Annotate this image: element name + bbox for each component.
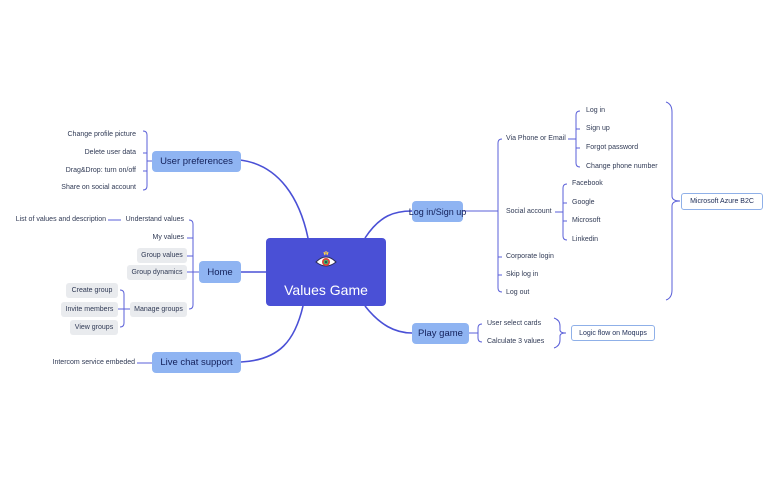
item-google[interactable]: Google (572, 199, 595, 206)
item-my-values[interactable]: My values (152, 234, 184, 241)
item-calculate-values[interactable]: Calculate 3 values (487, 338, 545, 345)
item-change-phone[interactable]: Change phone number (586, 163, 658, 170)
branch-home[interactable]: Home (199, 261, 241, 283)
item-delete-user-data[interactable]: Delete user data (84, 149, 136, 156)
item-share-social[interactable]: Share on social account (61, 184, 136, 191)
root-node[interactable]: Values Game (266, 238, 386, 306)
item-skip-login[interactable]: Skip log in (506, 271, 539, 278)
branch-user-preferences[interactable]: User preferences (152, 151, 241, 172)
item-list-of-values[interactable]: List of values and description (15, 216, 106, 223)
item-sign-up[interactable]: Sign up (586, 125, 610, 132)
item-change-profile-picture[interactable]: Change profile picture (67, 131, 137, 138)
item-create-group[interactable]: Create group (66, 283, 118, 298)
item-group-values[interactable]: Group values (137, 248, 187, 263)
item-invite-members[interactable]: Invite members (61, 302, 118, 317)
item-microsoft[interactable]: Microsoft (572, 217, 601, 224)
branch-play-game[interactable]: Play game (412, 323, 469, 344)
item-via-phone[interactable]: Via Phone or Email (506, 135, 566, 142)
item-user-select-cards[interactable]: User select cards (487, 320, 542, 327)
item-facebook[interactable]: Facebook (572, 180, 603, 187)
item-log-in[interactable]: Log in (586, 107, 606, 114)
item-manage-groups[interactable]: Manage groups (130, 302, 187, 317)
item-drag-drop[interactable]: Drag&Drop: turn on/off (65, 167, 136, 174)
item-linkedin[interactable]: Linkedin (572, 236, 599, 243)
item-intercom[interactable]: Intercom service embeded (52, 359, 135, 366)
item-corporate-login[interactable]: Corporate login (506, 253, 554, 260)
item-forgot-password[interactable]: Forgot password (586, 144, 639, 151)
summary-azure[interactable]: Microsoft Azure B2C (681, 193, 763, 210)
item-log-out[interactable]: Log out (506, 289, 530, 296)
item-understand-values[interactable]: Understand values (125, 216, 184, 223)
eye-icon (315, 251, 337, 267)
branch-live-chat[interactable]: Live chat support (152, 352, 241, 373)
summary-moqups[interactable]: Logic flow on Moqups (571, 325, 655, 341)
item-social-account[interactable]: Social account (506, 208, 552, 215)
item-group-dynamics[interactable]: Group dynamics (127, 265, 187, 280)
root-title: Values Game (284, 282, 368, 298)
branch-login[interactable]: Log in/Sign up (409, 201, 466, 222)
item-view-groups[interactable]: View groups (70, 320, 118, 335)
